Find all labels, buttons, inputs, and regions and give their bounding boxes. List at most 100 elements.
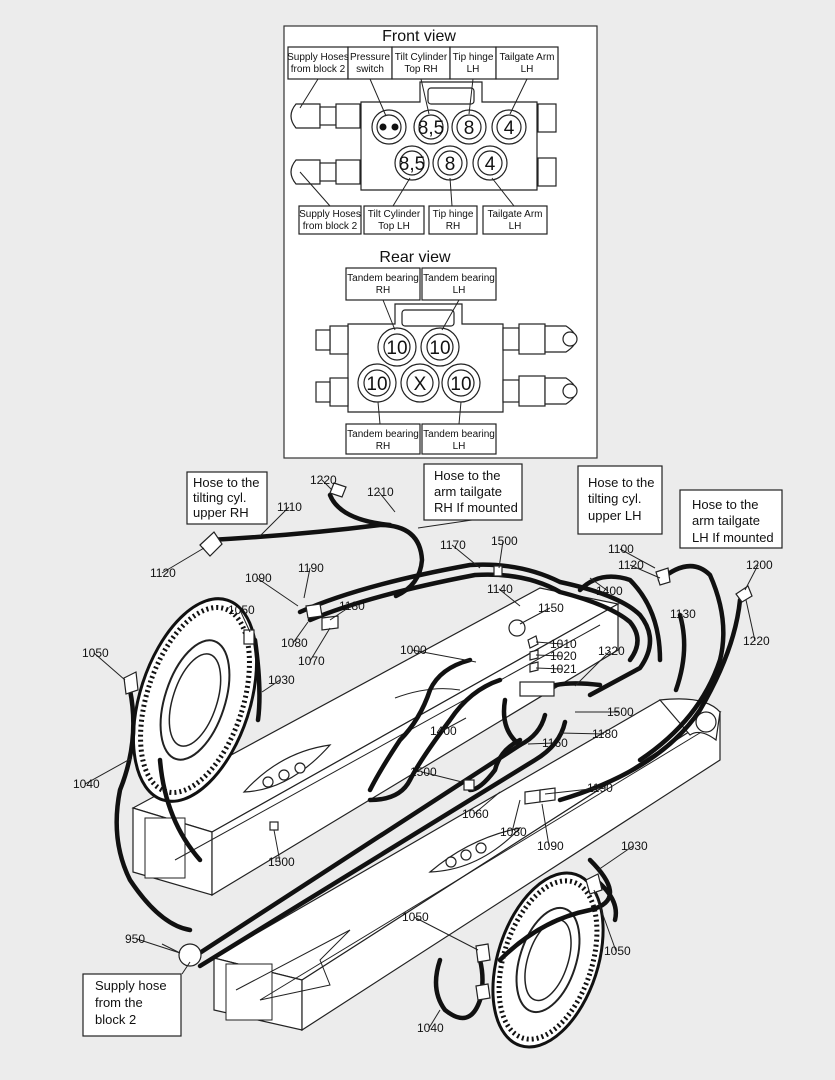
part-leader-1180 bbox=[329, 605, 352, 621]
part-number-1170: 1170 bbox=[440, 538, 466, 552]
part-number-1080: 1080 bbox=[281, 636, 308, 650]
chassis-frame bbox=[131, 587, 722, 1032]
front-bottom-label-2-l1: Tilt Cylinder bbox=[368, 209, 421, 220]
part-leader-950 bbox=[136, 938, 181, 954]
part-leader-1050 bbox=[93, 652, 126, 681]
rear-bottom-label-boxes: Tandem bearing RH Tandem bearing LH bbox=[345, 423, 497, 455]
part-leader-1110 bbox=[259, 506, 290, 537]
part-leader-1120 bbox=[629, 564, 661, 579]
front-view-title: Front view bbox=[382, 28, 456, 45]
callout-lh-tilt-l1: Hose to the bbox=[588, 475, 655, 490]
rear-bottom-label-1-l2: RH bbox=[376, 441, 390, 452]
front-bottom-label-boxes: Supply Hoses from block 2 Tilt Cylinder … bbox=[298, 205, 548, 235]
part-number-1090: 1090 bbox=[245, 571, 272, 585]
part-number-1060: 1060 bbox=[462, 807, 489, 821]
rear-top-label-boxes: Tandem bearing RH Tandem bearing LH bbox=[345, 267, 497, 301]
rear-ports: 10 10 10 X 10 bbox=[357, 327, 481, 403]
part-number-1500: 1500 bbox=[607, 705, 634, 719]
part-number-1160: 1160 bbox=[542, 736, 568, 750]
callout-rh-tilt-l2: tilting cyl. bbox=[193, 490, 246, 505]
front-top-label-3-l1: Tilt Cylinder bbox=[395, 52, 448, 63]
front-bottom-label-3-l1: Tip hinge bbox=[433, 209, 474, 220]
part-leader-1200 bbox=[744, 564, 759, 591]
part-leader-1030 bbox=[597, 845, 634, 871]
part-leader-1080 bbox=[292, 621, 309, 644]
rear-top-label-2-l1: Tandem bearing bbox=[423, 273, 495, 284]
front-top-label-5-l1: Tailgate Arm bbox=[499, 52, 554, 63]
part-number-1070: 1070 bbox=[298, 654, 325, 668]
part-number-1050: 1050 bbox=[228, 603, 255, 617]
part-leader-1500 bbox=[498, 540, 504, 569]
front-bottom-label-4-l1: Tailgate Arm bbox=[487, 209, 542, 220]
rear-port-bottom-1: 10 bbox=[366, 374, 387, 395]
callout-supply-l3: block 2 bbox=[95, 1012, 136, 1027]
part-number-1320: 1320 bbox=[598, 644, 625, 658]
front-bottom-label-4-l2: LH bbox=[509, 221, 522, 232]
front-bottom-label-3-l2: RH bbox=[446, 221, 460, 232]
part-leader-1050 bbox=[239, 609, 251, 633]
front-bottom-label-2-l2: Top LH bbox=[378, 221, 410, 232]
part-number-1190: 1190 bbox=[587, 781, 613, 795]
callout-supply: Supply hose from the block 2 bbox=[82, 973, 182, 1037]
part-number-1180: 1180 bbox=[339, 599, 365, 613]
part-number-1030: 1030 bbox=[621, 839, 648, 853]
rear-valve-block: 10 10 10 X 10 bbox=[315, 299, 578, 425]
part-number-1220: 1220 bbox=[743, 634, 770, 648]
callout-rh-tilt: Hose to the tilting cyl. upper RH bbox=[186, 471, 268, 525]
part-leader-1120 bbox=[161, 547, 205, 574]
rear-bottom-label-1-l1: Tandem bearing bbox=[347, 429, 419, 440]
callout-lh-arm-l3: LH If mounted bbox=[692, 530, 774, 545]
part-number-1130: 1130 bbox=[670, 607, 696, 621]
part-leader-1140 bbox=[498, 588, 521, 607]
callout-rh-tilt-l3: upper RH bbox=[193, 505, 249, 520]
rear-bottom-label-2-l1: Tandem bearing bbox=[423, 429, 495, 440]
front-port-top-3: 4 bbox=[504, 118, 515, 139]
callout-lh-tilt: Hose to the tilting cyl. upper LH bbox=[577, 465, 663, 535]
part-leader-1220 bbox=[321, 479, 333, 491]
front-valve-block: 8,5 8 4 8,5 8 4 bbox=[290, 78, 557, 207]
hydraulic-hoses bbox=[114, 492, 743, 1021]
callout-rh-arm-l1: Hose to the bbox=[434, 468, 501, 483]
part-leader-1160 bbox=[527, 742, 555, 745]
part-leader-1090 bbox=[541, 803, 550, 847]
front-top-label-1-l1: Supply Hoses bbox=[287, 52, 349, 63]
part-number-1020: 1020 bbox=[550, 649, 577, 663]
part-leader-1090 bbox=[256, 577, 299, 607]
rear-view-title: Rear view bbox=[379, 249, 451, 266]
part-leader-1180 bbox=[559, 732, 605, 735]
part-number-1090: 1090 bbox=[537, 839, 564, 853]
part-number-1021: 1021 bbox=[550, 662, 577, 676]
part-leader-1220 bbox=[745, 599, 756, 642]
front-bottom-label-1-l2: from block 2 bbox=[303, 221, 358, 232]
part-number-1040: 1040 bbox=[417, 1021, 444, 1035]
part-leader-1000 bbox=[411, 649, 477, 663]
part-number-1050: 1050 bbox=[82, 646, 109, 660]
part-leader-1210 bbox=[378, 491, 396, 513]
part-leader-1400 bbox=[589, 577, 609, 592]
front-port-bottom-2: 8 bbox=[445, 154, 456, 175]
rear-port-top-1: 10 bbox=[386, 338, 407, 359]
part-leader-1070 bbox=[309, 627, 331, 662]
rear-top-label-1-l2: RH bbox=[376, 285, 390, 296]
part-number-1040: 1040 bbox=[73, 777, 100, 791]
part-number-1500: 1500 bbox=[410, 765, 437, 779]
part-number-1150: 1150 bbox=[538, 601, 564, 615]
fittings bbox=[123, 482, 753, 1001]
part-number-1220: 1220 bbox=[310, 473, 337, 487]
part-number-1050: 1050 bbox=[402, 910, 429, 924]
part-number-1010: 1010 bbox=[550, 637, 577, 651]
part-number-1400: 1400 bbox=[596, 584, 623, 598]
part-number-1210: 1210 bbox=[367, 485, 394, 499]
part-leader-1080 bbox=[511, 799, 521, 833]
part-number-1400: 1400 bbox=[430, 724, 457, 738]
part-number-1050: 1050 bbox=[604, 944, 631, 958]
callout-supply-l1: Supply hose bbox=[95, 978, 167, 993]
part-leader-1040 bbox=[428, 1009, 441, 1029]
rear-port-top-2: 10 bbox=[429, 338, 450, 359]
callout-lh-tilt-l2: tilting cyl. bbox=[588, 491, 641, 506]
rear-leaders bbox=[377, 299, 462, 425]
front-ports: 8,5 8 4 8,5 8 4 bbox=[371, 109, 527, 181]
part-leader-1030 bbox=[261, 679, 281, 693]
front-top-label-4-l2: LH bbox=[467, 64, 480, 75]
